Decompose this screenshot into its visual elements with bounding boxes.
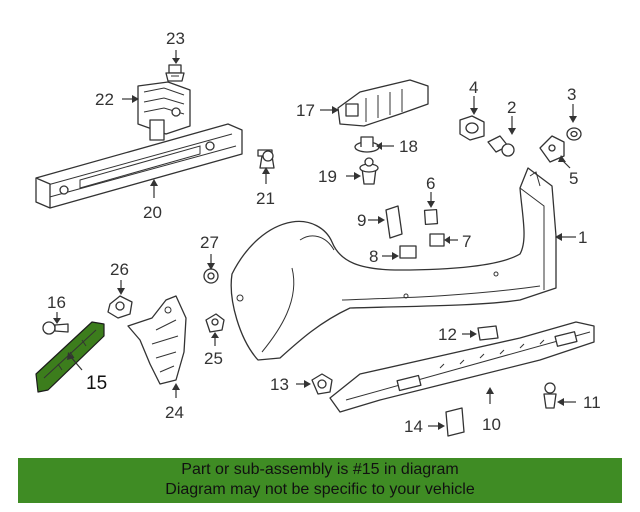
part-1-bumper-cover[interactable] <box>230 167 557 361</box>
part-20-reinforcement[interactable] <box>35 123 243 209</box>
arrow-15 <box>67 352 74 360</box>
part-22-bracket[interactable] <box>137 81 191 141</box>
part-9-pad[interactable] <box>385 205 403 239</box>
part-4-clip[interactable] <box>459 115 485 141</box>
arrow-12 <box>470 330 477 338</box>
label-15[interactable]: 15 <box>86 373 107 394</box>
label-21[interactable]: 21 <box>256 189 275 208</box>
banner-line-1: Part or sub-assembly is #15 in diagram <box>181 461 459 478</box>
arrow-5 <box>558 155 566 162</box>
part-14-plate[interactable] <box>445 407 465 437</box>
arrow-24 <box>172 383 180 390</box>
arrow-20 <box>150 179 158 186</box>
part-12-pad[interactable] <box>477 325 499 341</box>
label-6[interactable]: 6 <box>426 174 435 193</box>
label-19[interactable]: 19 <box>318 167 337 186</box>
arrow-7 <box>444 236 450 244</box>
label-12[interactable]: 12 <box>438 325 457 344</box>
part-27-nut[interactable] <box>203 268 219 284</box>
label-9[interactable]: 9 <box>357 211 366 230</box>
arrow-27 <box>207 263 215 270</box>
label-1[interactable]: 1 <box>578 228 587 247</box>
part-23-bolt[interactable] <box>165 64 185 82</box>
label-5[interactable]: 5 <box>569 169 578 188</box>
arrow-3 <box>569 116 577 123</box>
label-23[interactable]: 23 <box>166 29 185 48</box>
arrow-9 <box>378 216 385 224</box>
label-22[interactable]: 22 <box>95 90 114 109</box>
arrow-18 <box>376 142 382 150</box>
arrow-26 <box>117 288 125 295</box>
label-20[interactable]: 20 <box>143 203 162 222</box>
part-11-screw[interactable] <box>543 382 557 409</box>
arrow-19 <box>354 172 361 180</box>
label-10[interactable]: 10 <box>482 415 501 434</box>
label-8[interactable]: 8 <box>369 247 378 266</box>
part-7-pad[interactable] <box>429 233 445 247</box>
part-16-screw[interactable] <box>42 321 69 335</box>
part-3-washer[interactable] <box>566 127 582 141</box>
part-19-grommet[interactable] <box>359 157 379 185</box>
arrow-22 <box>132 95 139 103</box>
part-2-screw[interactable] <box>487 135 515 157</box>
arrow-1 <box>555 233 562 241</box>
part-18-clip[interactable] <box>354 136 380 153</box>
label-7[interactable]: 7 <box>462 232 471 251</box>
label-14[interactable]: 14 <box>404 417 423 436</box>
label-25[interactable]: 25 <box>204 349 223 368</box>
info-banner: Part or sub-assembly is #15 in diagram D… <box>18 458 622 503</box>
part-5-retainer[interactable] <box>539 135 565 163</box>
arrow-17 <box>332 106 339 114</box>
label-16[interactable]: 16 <box>47 293 66 312</box>
label-26[interactable]: 26 <box>110 260 129 279</box>
part-13-clip[interactable] <box>311 373 333 395</box>
arrow-25 <box>211 332 219 338</box>
label-27[interactable]: 27 <box>200 233 219 252</box>
arrow-2 <box>508 128 516 135</box>
part-21-bolt[interactable] <box>257 149 275 169</box>
banner-line-2: Diagram may not be specific to your vehi… <box>165 481 475 498</box>
label-17[interactable]: 17 <box>296 101 315 120</box>
arrow-13 <box>304 380 311 388</box>
arrow-10 <box>486 387 494 394</box>
label-13[interactable]: 13 <box>270 375 289 394</box>
arrow-11 <box>557 398 564 406</box>
part-10-lower-garnish[interactable] <box>329 321 595 413</box>
arrow-23 <box>172 58 180 64</box>
part-8-pad[interactable] <box>399 245 417 259</box>
label-18[interactable]: 18 <box>399 137 418 156</box>
arrow-6 <box>427 201 435 208</box>
part-17-bracket[interactable] <box>337 79 429 127</box>
label-11[interactable]: 11 <box>583 393 601 412</box>
label-4[interactable]: 4 <box>469 78 478 97</box>
part-6-pad[interactable] <box>423 208 439 226</box>
part-25-clip[interactable] <box>205 313 225 333</box>
label-2[interactable]: 2 <box>507 98 516 117</box>
label-3[interactable]: 3 <box>567 85 576 104</box>
part-26-clip[interactable] <box>107 295 133 319</box>
arrow-14 <box>438 422 445 430</box>
arrow-4 <box>470 108 478 115</box>
label-24[interactable]: 24 <box>165 403 184 422</box>
part-24-bracket[interactable] <box>127 295 187 385</box>
parts-diagram: 23 22 20 21 17 18 <box>35 29 601 437</box>
arrow-21 <box>262 167 270 174</box>
arrow-16 <box>53 318 61 324</box>
arrow-8 <box>392 252 399 260</box>
